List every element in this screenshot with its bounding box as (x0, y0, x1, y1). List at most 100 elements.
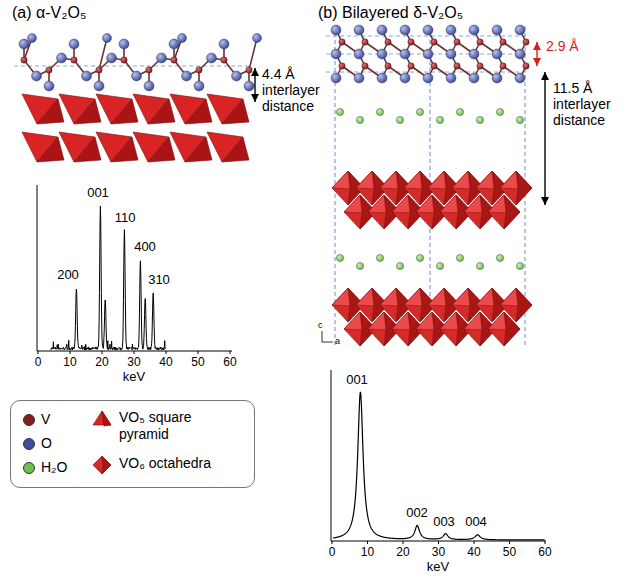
legend-item: VO₆ octahedra (91, 455, 211, 475)
pyramid-face (222, 99, 249, 124)
pattern-trace (333, 392, 545, 540)
o-atom (232, 71, 242, 81)
o-atom (377, 49, 387, 59)
v-atom (221, 57, 227, 63)
label-text: 50 (503, 545, 516, 559)
water-molecule (336, 254, 343, 261)
axis-tick: 20 (95, 356, 108, 370)
v-atom (523, 63, 529, 69)
octahedron-face (102, 456, 111, 474)
octahedron-face (452, 288, 470, 306)
vo6-octahedron (500, 288, 532, 322)
label-text: 4.4 Å interlayer distance (262, 66, 320, 114)
label-text: (b) Bilayered δ-V₂O₅ (318, 4, 463, 21)
peak-label: 400 (134, 240, 156, 255)
dimension-arrow (544, 72, 545, 205)
octahedron-face (380, 171, 398, 189)
bond (249, 38, 257, 70)
water-molecule (356, 262, 363, 269)
o-atom (132, 71, 142, 81)
v-atoms (339, 39, 529, 69)
tick-mark (198, 351, 199, 354)
v-atom (246, 67, 252, 73)
water-molecule (416, 254, 423, 261)
o-atom (492, 73, 502, 83)
label-text: 11.5 Å interlayer distance (553, 80, 611, 128)
legend-icon (91, 409, 113, 429)
tick-mark (474, 541, 475, 544)
octahedron-face (404, 288, 422, 306)
label-text: 0 (35, 355, 42, 369)
label-text: 60 (538, 545, 551, 559)
octahedron-face (476, 171, 494, 189)
v-atom (196, 67, 202, 73)
o-atom (492, 49, 502, 59)
pyramid-face (37, 99, 64, 124)
axis-tick: 60 (223, 356, 236, 370)
v-atom (71, 57, 77, 63)
vo5-pyramid (96, 132, 138, 162)
legend-item: O (23, 435, 52, 452)
vo5-pyramid (22, 94, 64, 124)
o-atom (219, 39, 229, 49)
vo5-pyramid (207, 94, 249, 124)
o-atom (44, 81, 54, 91)
o-atom (331, 73, 341, 83)
v-atom (339, 63, 345, 69)
peak-label: 002 (406, 506, 428, 521)
o-atom (354, 25, 364, 35)
octahedron-face (500, 171, 532, 205)
octahedron-face (516, 171, 532, 205)
o-atom (94, 81, 104, 91)
legend-box: VOH₂OVO₅ square pyramidVO₆ octahedra (10, 400, 255, 488)
axis-tick: 50 (503, 546, 516, 560)
o-atoms (19, 34, 262, 92)
tick-mark (102, 351, 103, 354)
v-atom (477, 63, 483, 69)
o-atom (423, 49, 433, 59)
peak-label: 001 (87, 186, 109, 201)
label-text: 40 (159, 355, 172, 369)
water-molecule (496, 254, 503, 261)
peak-label: 110 (115, 211, 136, 226)
o-atom (32, 71, 42, 81)
vo5-pyramid (22, 132, 64, 162)
octahedron-face (428, 171, 446, 189)
v-atoms (21, 57, 252, 73)
o-atom (515, 73, 525, 83)
axis-tick: 30 (432, 546, 445, 560)
v-atom (523, 39, 529, 45)
o-atom (446, 49, 456, 59)
v-atom (385, 63, 391, 69)
v-atom (362, 63, 368, 69)
v-atom (431, 63, 437, 69)
o-atom (423, 25, 433, 35)
water-molecules (336, 108, 523, 269)
pyramid-face (102, 411, 111, 426)
legend-swatch (23, 438, 35, 450)
water-molecule (356, 116, 363, 123)
o-atom (207, 53, 217, 63)
label-text: 002 (406, 505, 428, 520)
water-molecule (456, 108, 463, 115)
o-atom (182, 71, 192, 81)
v-atom (121, 57, 127, 63)
v-atom (362, 39, 368, 45)
o-atom (169, 39, 179, 49)
tick-mark (38, 351, 39, 354)
axis-tick: 0 (329, 546, 336, 560)
o-atom (144, 81, 154, 91)
axis-tick: 10 (361, 546, 374, 560)
v-atom (454, 63, 460, 69)
peak-label: 200 (57, 268, 79, 283)
octahedron-face (428, 288, 446, 306)
pyramid-face (74, 99, 101, 124)
vo5-pyramid (59, 94, 101, 124)
water-molecule (496, 108, 503, 115)
tick-mark (134, 351, 135, 354)
vo5-pyramid (170, 94, 212, 124)
o-atom (178, 34, 187, 43)
illustration (14, 25, 546, 544)
label-text: 003 (433, 514, 455, 529)
v-atom (408, 63, 414, 69)
